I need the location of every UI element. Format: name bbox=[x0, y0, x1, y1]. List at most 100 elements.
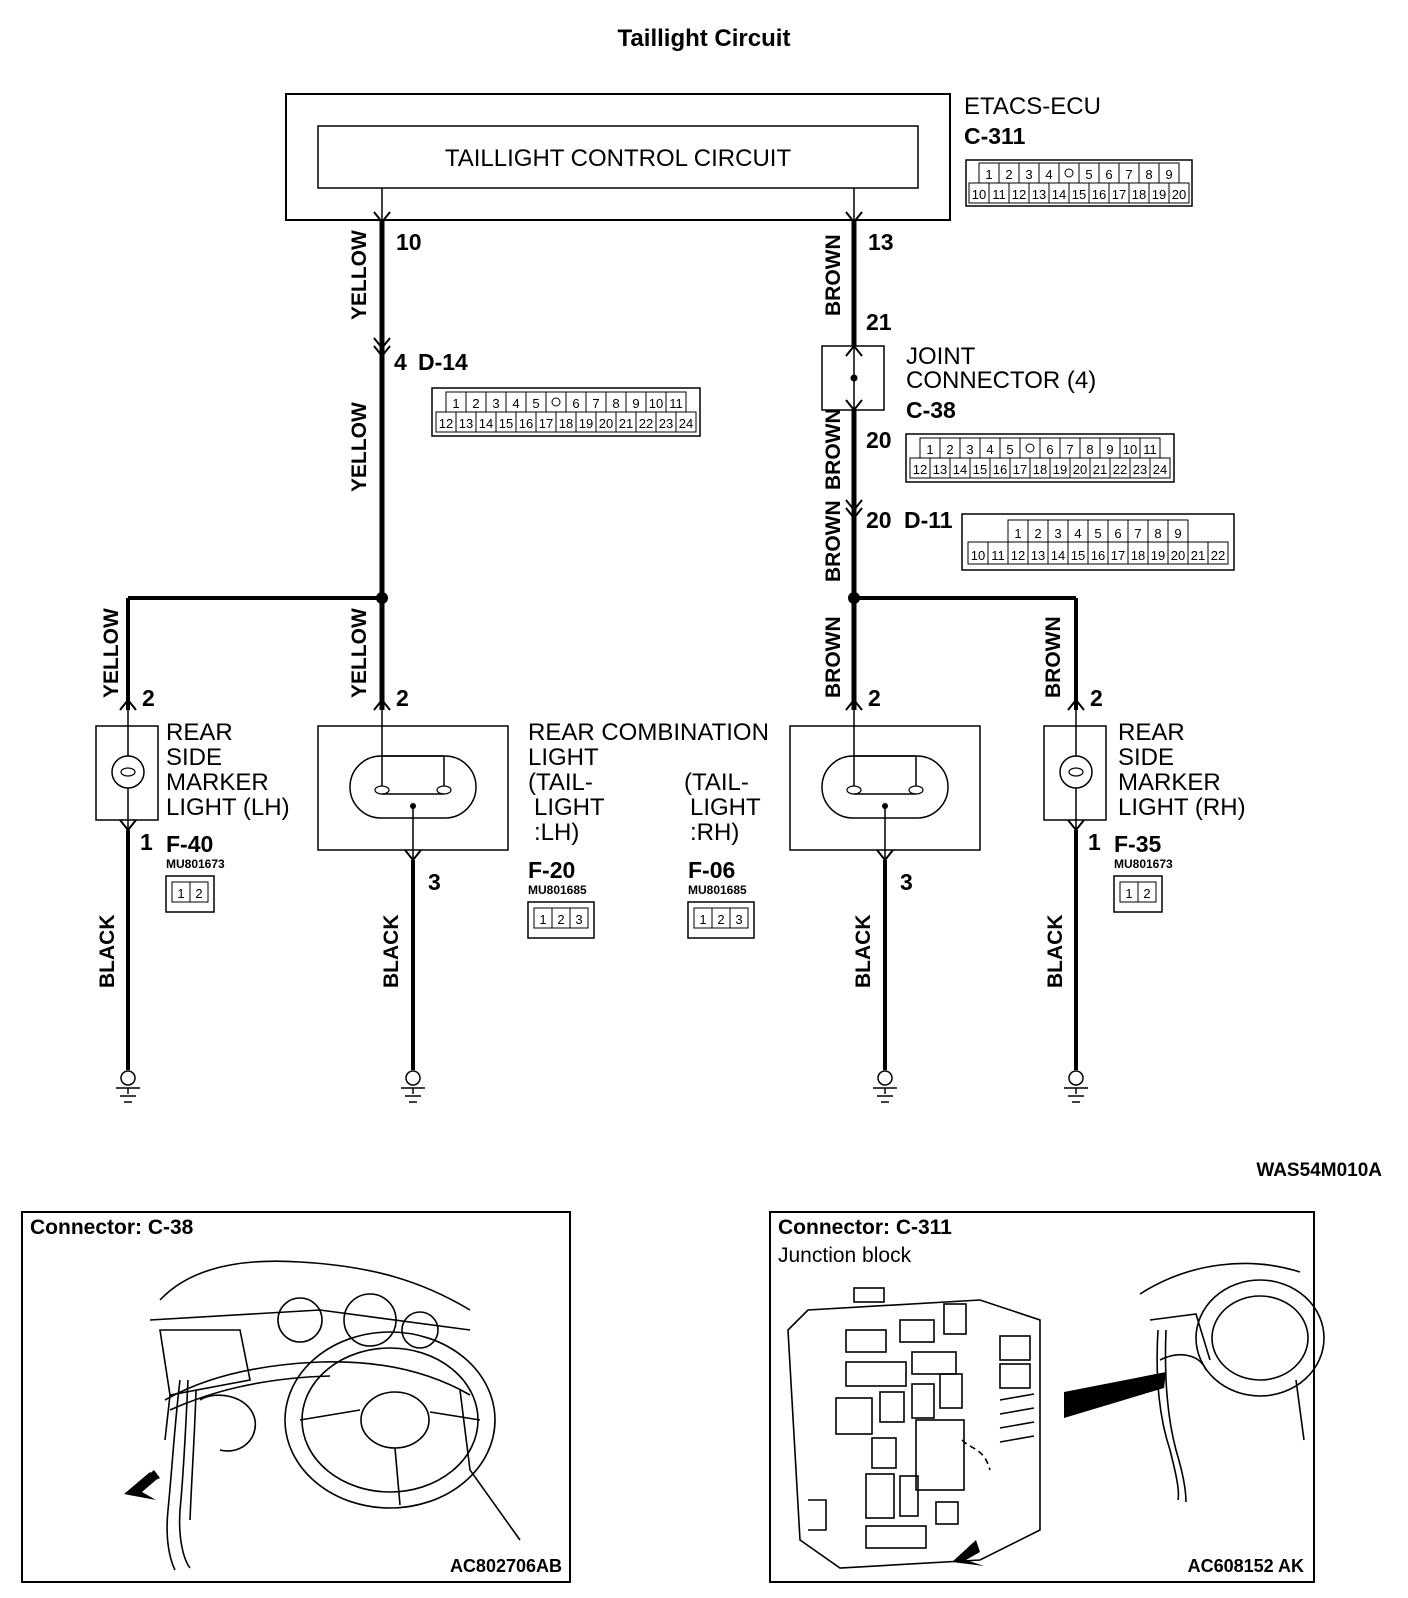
ground-symbols bbox=[116, 1070, 1088, 1103]
joint-connector-id: C-38 bbox=[906, 397, 956, 423]
combination-lh-3: :LH) bbox=[534, 819, 579, 846]
d14-pin-4: 4 bbox=[394, 349, 407, 375]
d11-cell: 11 bbox=[991, 548, 1005, 563]
d14-cell: 15 bbox=[499, 416, 513, 431]
wire-label-brown-2: BROWN bbox=[822, 408, 845, 490]
c311-cell: 13 bbox=[1032, 187, 1046, 202]
ground-symbol bbox=[116, 1070, 140, 1103]
f40-connector-id: F-40 bbox=[166, 831, 213, 857]
wire-label-brown-5: BROWN bbox=[1042, 616, 1065, 698]
joint-pin-21: 21 bbox=[866, 309, 892, 335]
d14-cell: 6 bbox=[572, 396, 579, 411]
d14-cell: 14 bbox=[479, 416, 493, 431]
f35-cell: 2 bbox=[1143, 886, 1150, 901]
ground-wires bbox=[126, 830, 1078, 1070]
c38-cell: 12 bbox=[913, 462, 927, 477]
ecu-connector-id: C-311 bbox=[964, 123, 1026, 149]
wire-label-yellow-3: YELLOW bbox=[100, 608, 123, 698]
c38-cell: 10 bbox=[1123, 442, 1137, 457]
lh-combination-lamp bbox=[317, 710, 509, 862]
wire-label-black-1: BLACK bbox=[96, 915, 119, 989]
combination-lh-2: LIGHT bbox=[534, 794, 605, 821]
d14-cell: 4 bbox=[512, 396, 519, 411]
lh-marker-label-1: REAR bbox=[166, 719, 233, 746]
c311-cell: 15 bbox=[1072, 187, 1086, 202]
yellow-main-wire bbox=[126, 220, 388, 710]
c38-cell: 16 bbox=[993, 462, 1007, 477]
wire-label-brown-3: BROWN bbox=[822, 500, 845, 582]
d14-cell: 22 bbox=[639, 416, 653, 431]
d11-cell: 10 bbox=[971, 548, 985, 563]
d14-cell: 24 bbox=[679, 416, 693, 431]
c311-cell: 8 bbox=[1145, 167, 1152, 182]
d11-cell: 1 bbox=[1014, 526, 1021, 541]
d11-cell: 9 bbox=[1174, 526, 1181, 541]
ecu-pin-10: 10 bbox=[396, 229, 422, 255]
d11-cell: 14 bbox=[1051, 548, 1065, 563]
c311-cell: 6 bbox=[1105, 167, 1112, 182]
figure-code: WAS54M010A bbox=[1256, 1160, 1382, 1181]
c38-cell: 1 bbox=[926, 442, 933, 457]
ecu-name: ETACS-ECU bbox=[964, 93, 1101, 120]
c38-cell: 4 bbox=[986, 442, 993, 457]
c311-cell: 4 bbox=[1045, 167, 1052, 182]
c38-key-hole bbox=[1025, 443, 1035, 453]
connector-c38-location-panel bbox=[21, 1211, 571, 1583]
d14-connector-id: D-14 bbox=[418, 349, 468, 375]
rh-combination-lamp bbox=[789, 710, 981, 862]
combination-rh-2: LIGHT bbox=[690, 794, 761, 821]
f06-cell: 1 bbox=[699, 912, 706, 927]
lh-tail-pin-2: 2 bbox=[396, 685, 409, 711]
d14-cell: 20 bbox=[599, 416, 613, 431]
d14-cell: 19 bbox=[579, 416, 593, 431]
lh-marker-label-2: SIDE bbox=[166, 744, 222, 771]
combination-line2: LIGHT bbox=[528, 744, 599, 771]
combination-lh-1: (TAIL- bbox=[528, 769, 593, 796]
rh-marker-label-3: MARKER bbox=[1118, 769, 1221, 796]
c38-cell: 19 bbox=[1053, 462, 1067, 477]
c38-cell: 11 bbox=[1143, 442, 1157, 457]
panel-right-subtitle: Junction block bbox=[778, 1244, 912, 1267]
d11-cell: 21 bbox=[1191, 548, 1205, 563]
c311-cell: 1 bbox=[985, 167, 992, 182]
d14-cell: 5 bbox=[532, 396, 539, 411]
wire-label-brown-1: BROWN bbox=[822, 234, 845, 316]
c311-cell: 9 bbox=[1165, 167, 1172, 182]
f06-connector-id: F-06 bbox=[688, 857, 735, 883]
f20-cell: 1 bbox=[539, 912, 546, 927]
c311-cell: 3 bbox=[1025, 167, 1032, 182]
d14-cell: 21 bbox=[619, 416, 633, 431]
wire-label-brown-4: BROWN bbox=[822, 616, 845, 698]
c38-cell: 24 bbox=[1153, 462, 1167, 477]
lh-marker-pin-2: 2 bbox=[142, 685, 155, 711]
d11-connector-id: D-11 bbox=[904, 507, 953, 533]
d11-cell: 16 bbox=[1091, 548, 1105, 563]
ground-symbol bbox=[1064, 1070, 1088, 1103]
f20-part-number: MU801685 bbox=[528, 883, 587, 897]
c38-cell: 22 bbox=[1113, 462, 1127, 477]
d14-cell: 10 bbox=[649, 396, 663, 411]
lh-tail-pin-3: 3 bbox=[428, 869, 441, 895]
joint-label-line2: CONNECTOR (4) bbox=[906, 367, 1096, 394]
c38-cell: 18 bbox=[1033, 462, 1047, 477]
ecu-block: TAILLIGHT CONTROL CIRCUIT bbox=[285, 93, 951, 221]
lh-marker-pin-1: 1 bbox=[140, 829, 153, 855]
panel-right-title: Connector: C-311 bbox=[778, 1216, 952, 1239]
joint-pin-20: 20 bbox=[866, 427, 892, 453]
d14-cell: 7 bbox=[592, 396, 599, 411]
rh-tail-pin-3: 3 bbox=[900, 869, 913, 895]
brown-connector-chevrons bbox=[845, 211, 1085, 711]
d11-cell: 18 bbox=[1131, 548, 1145, 563]
c311-cell: 11 bbox=[992, 187, 1006, 202]
rh-tail-pin-2: 2 bbox=[868, 685, 881, 711]
c311-cell: 2 bbox=[1005, 167, 1012, 182]
c311-cell: 19 bbox=[1152, 187, 1166, 202]
c38-cell: 13 bbox=[933, 462, 947, 477]
rh-marker-pin-2: 2 bbox=[1090, 685, 1103, 711]
wire-label-yellow-1: YELLOW bbox=[348, 230, 371, 320]
